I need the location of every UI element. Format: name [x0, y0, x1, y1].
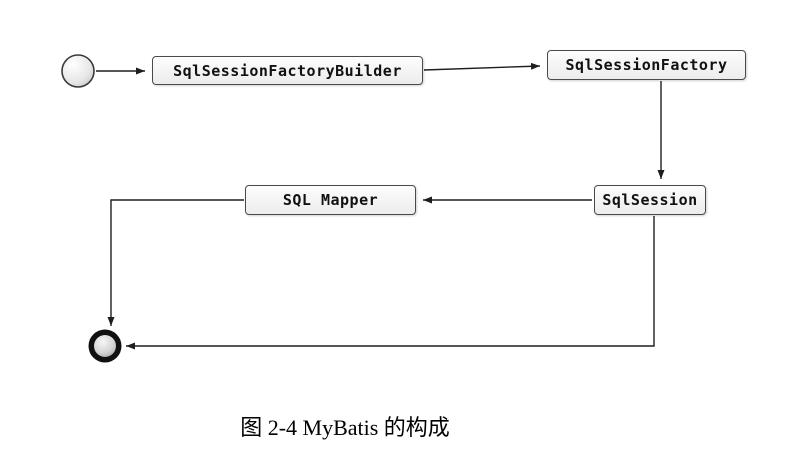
node-sql-session-factory-builder: SqlSessionFactoryBuilder: [152, 56, 423, 85]
edge-mapper-to-end: [107, 199, 244, 326]
node-sql-session: SqlSession: [594, 185, 706, 215]
figure-caption: 图 2-4 MyBatis 的构成: [240, 415, 450, 440]
edge-session-to-end: [126, 216, 655, 350]
end-node-inner: [94, 335, 116, 357]
node-sql-mapper: SQL Mapper: [245, 185, 416, 215]
node-sql-session-factory-builder-label: SqlSessionFactoryBuilder: [173, 61, 402, 80]
edge-builder-to-factory: [423, 62, 541, 71]
node-sql-session-factory: SqlSessionFactory: [547, 50, 746, 80]
node-sql-session-factory-label: SqlSessionFactory: [565, 56, 728, 74]
node-sql-session-label: SqlSession: [602, 191, 698, 209]
node-sql-mapper-label: SQL Mapper: [282, 191, 379, 209]
start-node: [61, 54, 95, 88]
